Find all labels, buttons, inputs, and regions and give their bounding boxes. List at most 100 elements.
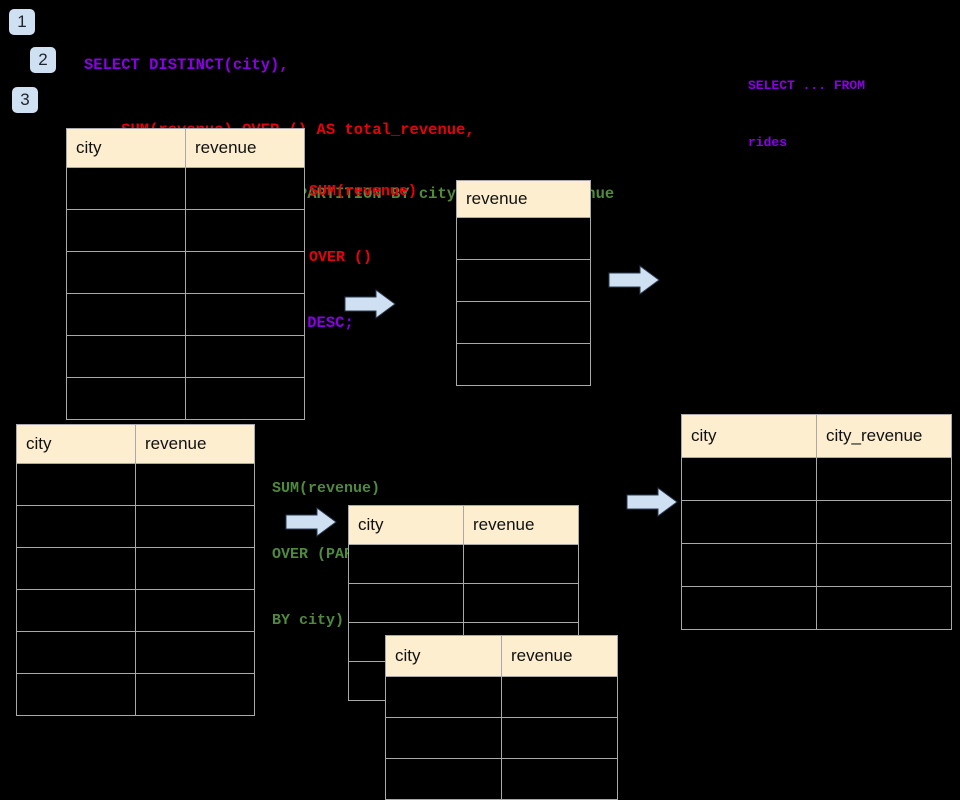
sql-line-select: SELECT DISTINCT(city), <box>84 56 289 74</box>
table-header-row: city revenue <box>16 424 255 464</box>
annotation-city-revenue-line-1: SUM(revenue) <box>272 480 381 497</box>
table-row <box>385 717 618 759</box>
arrow-source-to-partition-icon <box>285 507 337 537</box>
table-row <box>681 457 952 501</box>
annotation-total-revenue-line-1: SUM(revenue) <box>309 183 418 200</box>
partition-source-table: city revenue <box>16 424 255 716</box>
cell-city <box>348 544 464 584</box>
table-header-row: city revenue <box>348 505 579 545</box>
column-header-city-revenue: city_revenue <box>816 414 952 458</box>
table-row <box>456 343 591 386</box>
cell-revenue <box>185 251 305 294</box>
column-header-city: city <box>66 128 186 168</box>
cell-city <box>16 589 136 632</box>
diagram-canvas: 1 2 3 SELECT DISTINCT(city), SUM(revenue… <box>9 9 952 800</box>
cell-revenue <box>135 547 255 590</box>
cell-revenue <box>463 544 579 584</box>
table-row <box>385 758 618 800</box>
cell-city <box>16 463 136 506</box>
cell-city <box>66 251 186 294</box>
cell-revenue <box>135 463 255 506</box>
table-row <box>66 167 305 210</box>
table-row <box>348 544 579 584</box>
column-header-city: city <box>348 505 464 545</box>
cell-city <box>681 543 817 587</box>
table-row <box>16 463 255 506</box>
cell-revenue <box>185 377 305 420</box>
column-header-city: city <box>385 635 502 677</box>
inline-note-line-1: SELECT ... FROM <box>748 78 866 93</box>
table-row <box>66 209 305 252</box>
cell-revenue <box>185 293 305 336</box>
table-row <box>456 259 591 302</box>
table-row <box>66 293 305 336</box>
inline-note-select-from: SELECT ... FROM rides <box>748 38 865 190</box>
cell-city <box>681 457 817 501</box>
total-revenue-table: revenue <box>456 180 591 386</box>
cell-city <box>66 209 186 252</box>
table-row <box>16 631 255 674</box>
cell-revenue <box>456 343 591 386</box>
column-header-city: city <box>16 424 136 464</box>
cell-city <box>681 586 817 630</box>
rides-source-table: city revenue <box>66 128 305 420</box>
arrow-total-to-result-icon <box>608 265 660 295</box>
cell-city <box>66 167 186 210</box>
table-row <box>681 543 952 587</box>
cell-revenue <box>456 301 591 344</box>
table-row <box>16 547 255 590</box>
cell-city <box>66 377 186 420</box>
annotation-total-revenue-line-2: OVER () <box>309 249 373 266</box>
cell-city <box>385 717 502 759</box>
step-badge-3: 3 <box>12 87 38 113</box>
table-row <box>348 583 579 623</box>
cell-city <box>16 547 136 590</box>
cell-revenue <box>185 335 305 378</box>
table-header-row: city revenue <box>385 635 618 677</box>
cell-revenue <box>463 583 579 623</box>
cell-revenue <box>185 209 305 252</box>
cell-city <box>16 505 136 548</box>
cell-city <box>385 758 502 800</box>
cell-revenue <box>135 631 255 674</box>
cell-city <box>16 673 136 716</box>
column-header-revenue: revenue <box>185 128 305 168</box>
annotation-city-revenue-line-3: BY city) <box>272 612 345 629</box>
table-row <box>456 301 591 344</box>
table-row <box>681 500 952 544</box>
cell-city <box>385 676 502 718</box>
cell-revenue <box>501 758 618 800</box>
cell-revenue <box>501 676 618 718</box>
table-row <box>16 589 255 632</box>
table-row <box>66 251 305 294</box>
cell-city-revenue <box>816 586 952 630</box>
column-header-revenue: revenue <box>135 424 255 464</box>
step-badge-2: 2 <box>30 47 56 73</box>
cell-city <box>681 500 817 544</box>
table-row <box>456 217 591 260</box>
cell-city <box>348 583 464 623</box>
cell-city-revenue <box>816 543 952 587</box>
cell-revenue <box>456 217 591 260</box>
result-city-revenue-table: city city_revenue <box>681 414 952 630</box>
partition-group-b-table: city revenue <box>385 635 618 800</box>
column-header-city: city <box>681 414 817 458</box>
table-header-row: revenue <box>456 180 591 218</box>
table-row <box>66 335 305 378</box>
column-header-revenue: revenue <box>456 180 591 218</box>
table-header-row: city revenue <box>66 128 305 168</box>
cell-revenue <box>135 589 255 632</box>
table-row <box>16 505 255 548</box>
cell-revenue <box>135 505 255 548</box>
table-header-row: city city_revenue <box>681 414 952 458</box>
column-header-revenue: revenue <box>463 505 579 545</box>
inline-note-line-2: rides <box>748 135 788 150</box>
column-header-revenue: revenue <box>501 635 618 677</box>
cell-city-revenue <box>816 500 952 544</box>
arrow-partition-to-result-icon <box>626 487 678 517</box>
table-row <box>385 676 618 718</box>
cell-revenue <box>185 167 305 210</box>
step-badge-1: 1 <box>9 9 35 35</box>
cell-city <box>66 335 186 378</box>
table-row <box>16 673 255 716</box>
